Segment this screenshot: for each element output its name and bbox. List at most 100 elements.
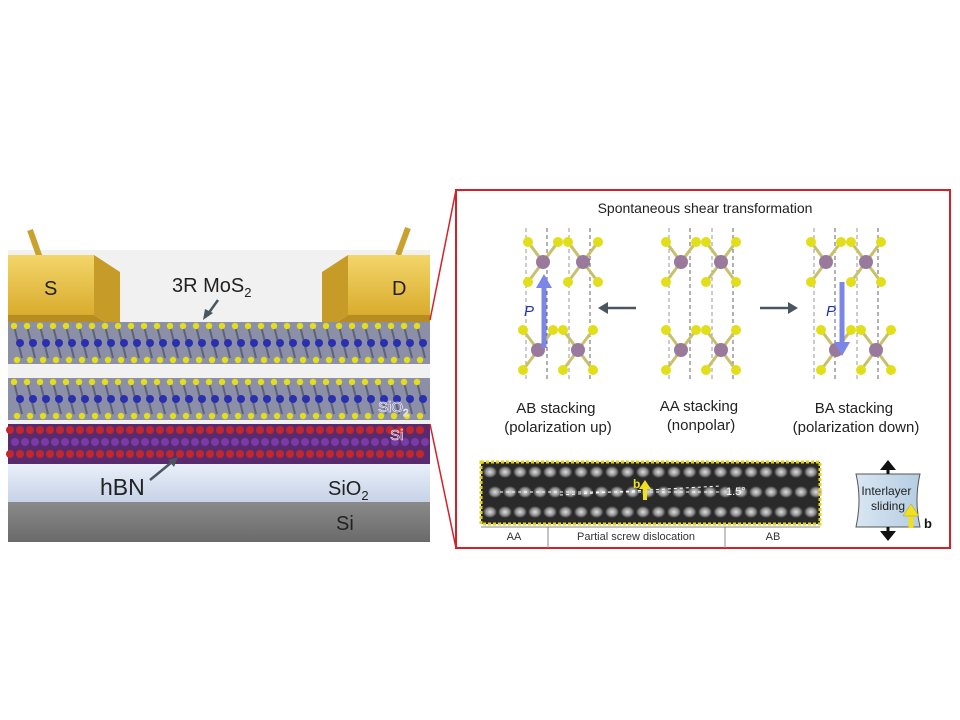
- sulfur-atom: [247, 356, 255, 364]
- hbn-atom: [236, 426, 244, 434]
- sulfur-atom: [140, 322, 148, 330]
- sio2-substrate: [8, 464, 430, 502]
- molybdenum-atom: [571, 343, 585, 357]
- hbn-atom: [141, 438, 149, 446]
- molybdenum-atom: [302, 339, 310, 347]
- hbn-atom: [161, 438, 169, 446]
- micrograph-burgers-arrow: [639, 480, 651, 500]
- sulfur-atom: [114, 378, 122, 386]
- zoom-line-bottom: [429, 423, 457, 549]
- ba-stacking-caption: BA stacking (polarization down): [793, 400, 920, 436]
- sulfur-atom: [257, 322, 265, 330]
- sulfur-atom: [166, 378, 174, 386]
- sulfur-atom: [701, 325, 711, 335]
- sulfur-atom: [322, 322, 330, 330]
- hbn-atom: [316, 450, 324, 458]
- hbn-atom: [136, 426, 144, 434]
- hbn-atom: [341, 438, 349, 446]
- sulfur-atom: [49, 322, 57, 330]
- molybdenum-atom: [172, 339, 180, 347]
- hbn-atom: [156, 450, 164, 458]
- hbn-atom: [286, 450, 294, 458]
- source-contact: [8, 255, 120, 332]
- hbn-atom: [176, 450, 184, 458]
- sulfur-atom: [351, 356, 359, 364]
- hbn-atoms: [6, 426, 429, 458]
- molybdenum-atom: [81, 395, 89, 403]
- molybdenum-atom: [367, 395, 375, 403]
- sulfur-atom: [846, 325, 856, 335]
- hbn-atom: [296, 450, 304, 458]
- hbn-atom: [36, 450, 44, 458]
- hbn-atom: [86, 426, 94, 434]
- molybdenum-atom: [714, 255, 728, 269]
- mos2-lower-layer: [10, 378, 427, 420]
- hbn-atom: [301, 438, 309, 446]
- molybdenum-atom: [185, 395, 193, 403]
- hbn-atom: [16, 426, 24, 434]
- sulfur-atom: [208, 412, 216, 420]
- hbn-atom: [366, 426, 374, 434]
- sulfur-atom: [62, 322, 70, 330]
- molybdenum-atom: [406, 339, 414, 347]
- sulfur-atom: [286, 356, 294, 364]
- region-bar: AA Partial screw dislocation AB: [481, 526, 820, 548]
- molybdenum-atom: [159, 395, 167, 403]
- hbn-atom: [331, 438, 339, 446]
- hbn-atom: [181, 438, 189, 446]
- hbn-atom: [156, 426, 164, 434]
- hbn-atom: [31, 438, 39, 446]
- hbn-atom: [41, 438, 49, 446]
- sulfur-atom: [143, 356, 151, 364]
- hbn-atom: [166, 426, 174, 434]
- sulfur-atom: [91, 356, 99, 364]
- hbn-atom: [111, 438, 119, 446]
- sulfur-atom: [273, 356, 281, 364]
- hbn-atom: [216, 426, 224, 434]
- polarization-up-symbol: P: [524, 303, 534, 320]
- atom-column: [594, 486, 609, 498]
- molybdenum-atom: [315, 395, 323, 403]
- si-label: Si: [336, 513, 354, 535]
- molybdenum-atom: [341, 395, 349, 403]
- sulfur-atom: [390, 356, 398, 364]
- sulfur-atom: [691, 237, 701, 247]
- sulfur-atom: [731, 365, 741, 375]
- hbn-atom: [216, 450, 224, 458]
- sulfur-atom: [701, 365, 711, 375]
- hbn-atom: [356, 426, 364, 434]
- sulfur-atom: [283, 322, 291, 330]
- ab-stacking-caption: AB stacking (polarization up): [504, 400, 612, 436]
- atom-column: [779, 486, 793, 498]
- hbn-atom: [96, 450, 104, 458]
- micrograph-burgers-label: b: [633, 477, 640, 491]
- sulfur-atom: [701, 237, 711, 247]
- aa-stacking-structure: [661, 228, 741, 380]
- sliding-top-arrow: [880, 460, 896, 474]
- atom-column: [513, 506, 527, 518]
- molybdenum-atom: [819, 255, 833, 269]
- hbn-atom: [336, 450, 344, 458]
- sio2-inset-label: SiO2: [378, 399, 409, 419]
- atom-column: [749, 486, 763, 498]
- sulfur-atom: [309, 322, 317, 330]
- sulfur-atom: [387, 322, 395, 330]
- atom-column: [682, 506, 697, 518]
- arrow-to-ab: [598, 302, 636, 314]
- sulfur-atom: [325, 356, 333, 364]
- hbn-atom: [171, 438, 179, 446]
- sulfur-atom: [257, 378, 265, 386]
- sulfur-atom: [351, 412, 359, 420]
- zoom-line-top: [429, 189, 457, 321]
- hbn-atom: [106, 450, 114, 458]
- atom-column: [651, 466, 666, 478]
- micrograph-border: [479, 460, 822, 526]
- sulfur-atom: [13, 356, 21, 364]
- hbn-atom: [186, 450, 194, 458]
- sulfur-atom: [364, 412, 372, 420]
- micrograph-atom-columns: [483, 466, 823, 518]
- hbn-atom: [26, 426, 34, 434]
- molybdenum-atom: [328, 339, 336, 347]
- sulfur-atom: [413, 378, 421, 386]
- atom-column: [558, 506, 573, 518]
